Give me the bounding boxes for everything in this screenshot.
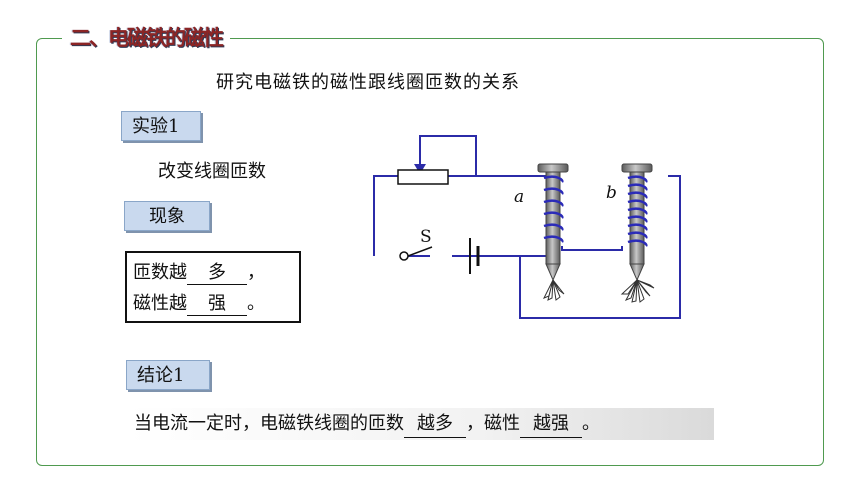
phenomenon-tag: 现象 <box>124 201 210 231</box>
conclusion-tag: 结论1 <box>126 360 210 390</box>
phenomenon-line1-suffix: ， <box>247 262 265 283</box>
phenomenon-line2-prefix: 磁性越 <box>133 293 187 314</box>
conclusion-bar: 当电流一定时，电磁铁线圈的匝数越多，磁性越强。 <box>128 408 714 440</box>
phenomenon-line1-prefix: 匝数越 <box>133 262 187 283</box>
phenomenon-line-1: 匝数越多， <box>133 257 293 288</box>
content-frame <box>36 38 824 466</box>
phenomenon-answer-1: 多 <box>187 262 247 285</box>
experiment-tag: 实验1 <box>121 111 201 141</box>
conclusion-middle: ，磁性 <box>466 413 520 434</box>
label-switch: S <box>420 227 432 247</box>
experiment-description: 改变线圈匝数 <box>158 161 266 182</box>
phenomenon-line-2: 磁性越强。 <box>133 288 293 319</box>
rheostat-arrow <box>414 164 426 174</box>
conclusion-answer-1: 越多 <box>404 411 466 438</box>
coil-b <box>627 175 648 247</box>
conclusion-answer-2: 越强 <box>520 411 582 438</box>
circuit-diagram: a b S <box>373 135 681 319</box>
nail-a <box>537 163 569 282</box>
rheostat <box>397 169 449 185</box>
slide-title: 研究电磁铁的磁性跟线圈匝数的关系 <box>216 72 520 93</box>
section-header: 二、电磁铁的磁性 <box>62 24 230 52</box>
phenomenon-box: 匝数越多， 磁性越强。 <box>125 251 301 323</box>
pins-a <box>542 279 565 301</box>
phenomenon-answer-2: 强 <box>187 293 247 316</box>
battery <box>469 238 480 274</box>
conclusion-suffix: 。 <box>582 413 600 434</box>
conclusion-prefix: 当电流一定时，电磁铁线圈的匝数 <box>134 413 404 434</box>
label-b: b <box>606 183 617 203</box>
phenomenon-line2-suffix: 。 <box>247 293 265 314</box>
switch <box>399 246 433 261</box>
pins-b <box>620 279 655 303</box>
label-a: a <box>514 187 524 207</box>
coil-a <box>543 175 564 243</box>
